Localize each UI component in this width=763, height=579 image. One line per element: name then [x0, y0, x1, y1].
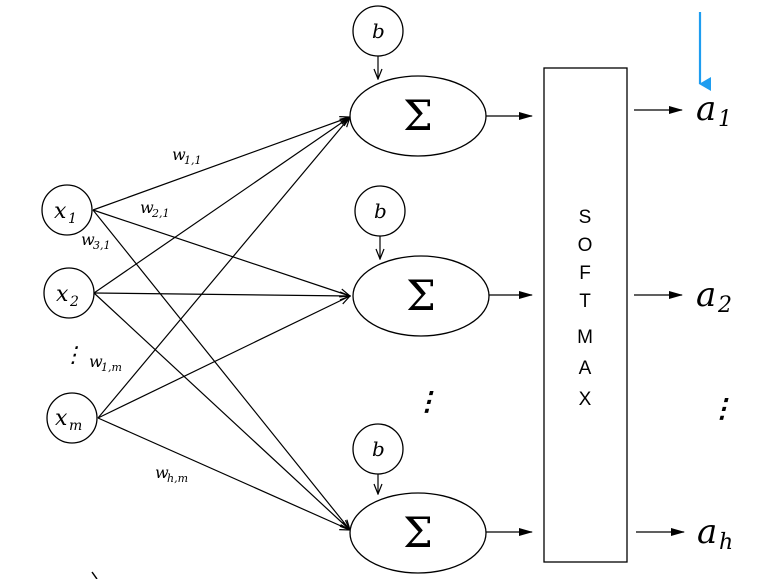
- sum-symbol: Σ: [406, 271, 436, 320]
- softmax-letter: T: [579, 291, 591, 312]
- weight-label-w11: w 1,1: [172, 145, 202, 167]
- bias-node-2: b: [354, 185, 406, 259]
- weight-label-w31: w 3,1: [81, 230, 111, 252]
- input-label-x2-sub: 2: [69, 294, 79, 310]
- sum-node-2: Σ: [352, 255, 533, 337]
- edge-x2-sum2: [93, 293, 350, 296]
- bias-label: b: [372, 19, 385, 43]
- input-label-x1-sub: 1: [68, 211, 77, 227]
- edge-x1-sum2: [92, 209, 350, 296]
- output-ah: a h: [636, 512, 733, 555]
- edge-xm-sum2: [97, 296, 350, 419]
- edge-x2-sumh: [93, 292, 350, 530]
- sum-node-1: Σ: [349, 75, 533, 157]
- output-label-base: a: [697, 512, 717, 552]
- edge-xm-sum1: [97, 117, 350, 419]
- weight-base: w: [172, 145, 186, 164]
- input-ellipsis: ⋮: [62, 343, 84, 368]
- input-label-xm-base: x: [55, 406, 68, 431]
- output-label-sub: h: [719, 530, 733, 555]
- weight-base: w: [89, 352, 103, 371]
- weight-label-whm: w h,m: [155, 463, 188, 485]
- weight-sub: 2,1: [151, 207, 170, 220]
- weight-connections: [92, 117, 350, 530]
- edge-x1-sumh: [92, 209, 350, 530]
- sum-symbol: Σ: [403, 91, 433, 140]
- output-label-base: a: [696, 275, 716, 315]
- weight-base: w: [81, 230, 95, 249]
- softmax-letter: O: [578, 235, 593, 256]
- cropped-fragment: [91, 571, 98, 579]
- softmax-letter: S: [579, 207, 592, 228]
- weight-base: w: [155, 463, 169, 482]
- weight-base: w: [140, 198, 154, 217]
- output-ellipsis: ⋮: [709, 394, 735, 424]
- weight-sub: 1,m: [101, 361, 122, 374]
- bias-label: b: [374, 199, 387, 223]
- weight-sub: 1,1: [184, 154, 202, 167]
- weight-label-w21: w 2,1: [140, 198, 170, 220]
- input-node-x1: x 1: [41, 184, 93, 236]
- sum-node-h: Σ: [349, 492, 533, 574]
- softmax-letter: A: [579, 358, 592, 379]
- input-label-x2-base: x: [56, 282, 69, 307]
- bias-node-1: b: [352, 5, 404, 79]
- output-label-sub: 1: [718, 107, 732, 132]
- input-node-x2: x 2: [43, 267, 95, 319]
- edge-xm-sumh: [97, 417, 350, 530]
- softmax-letter: F: [579, 263, 591, 284]
- edge-x2-sum1: [93, 117, 350, 294]
- softmax-letter: X: [579, 389, 592, 410]
- middle-ellipsis: ⋮: [414, 387, 440, 417]
- edge-x1-sum1: [92, 117, 350, 211]
- softmax-box: S O F T M A X: [543, 67, 628, 563]
- softmax-letter: M: [577, 327, 593, 348]
- input-label-xm-sub: m: [69, 418, 82, 434]
- weight-sub: 3,1: [93, 239, 111, 252]
- output-label-base: a: [696, 89, 716, 129]
- bias-label: b: [372, 437, 385, 461]
- weight-sub: h,m: [167, 472, 188, 485]
- bias-node-h: b: [352, 423, 404, 494]
- input-node-xm: x m: [46, 392, 98, 444]
- input-label-x1-base: x: [54, 199, 67, 224]
- output-label-sub: 2: [717, 293, 732, 318]
- output-a1: a 1: [634, 89, 732, 132]
- weight-label-w1m: w 1,m: [89, 352, 122, 374]
- output-a2: a 2: [634, 275, 732, 318]
- sum-symbol: Σ: [403, 508, 433, 557]
